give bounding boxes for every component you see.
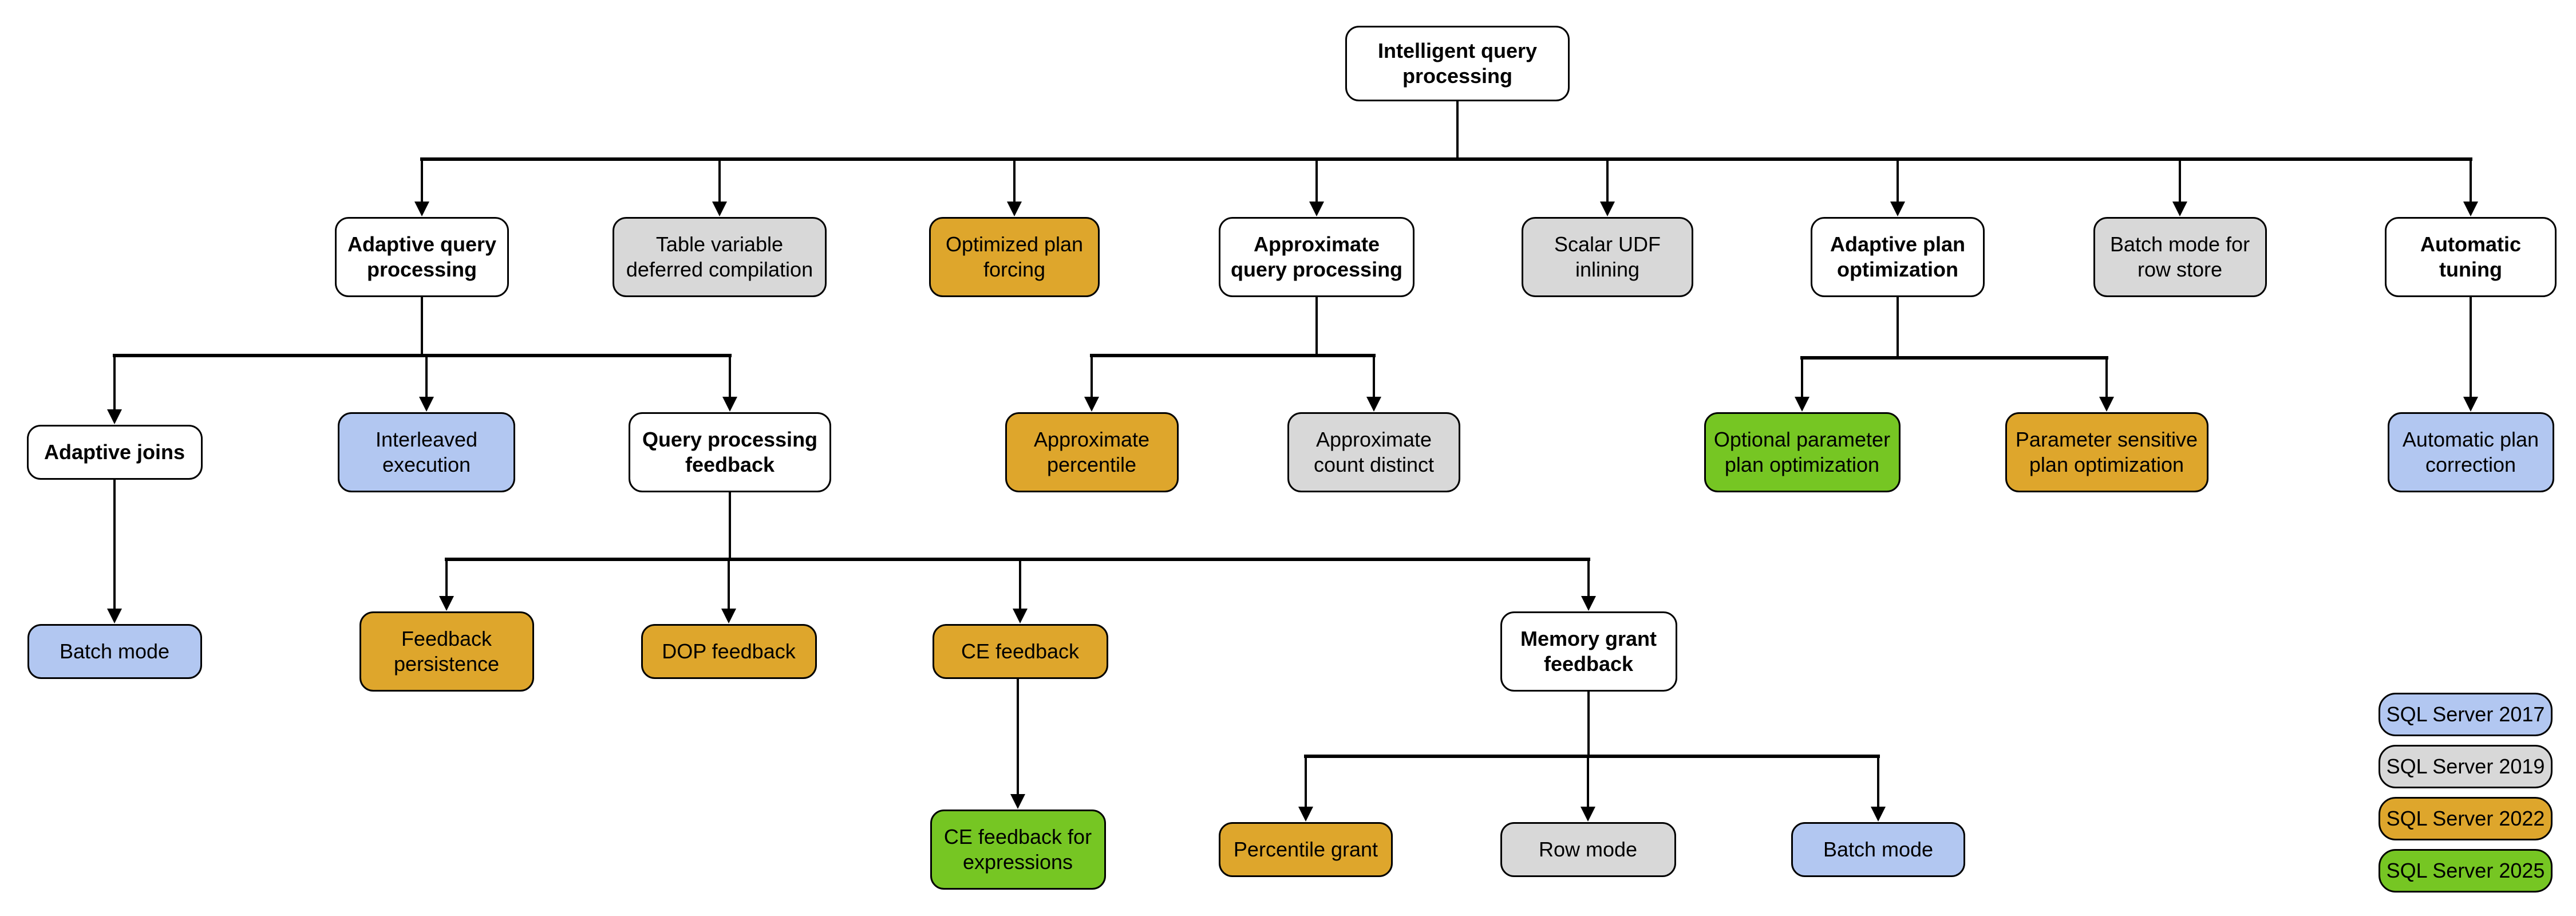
node-adaptive-plan-optimization: Adaptive plan optimization [1811, 217, 1985, 297]
legend-sql-server-2022: SQL Server 2022 [2379, 797, 2553, 840]
node-label: Percentile grant [1233, 838, 1378, 861]
node-label: Batch mode for row store [2109, 232, 2250, 281]
node-batch-mode-adaptive-joins: Batch mode [27, 624, 202, 679]
node-label: Approximate count distinct [1313, 428, 1435, 476]
legend-label: SQL Server 2025 [2386, 859, 2545, 882]
legend-label: SQL Server 2019 [2386, 755, 2545, 778]
legend-sql-server-2017: SQL Server 2017 [2379, 693, 2553, 736]
node-label: Adaptive query processing [347, 232, 497, 281]
node-label: Batch mode [59, 639, 170, 663]
node-label: Batch mode [1823, 838, 1934, 861]
node-label: Query processing feedback [642, 428, 818, 476]
node-label: Approximate percentile [1033, 428, 1150, 476]
node-label: Table variable deferred compilation [626, 232, 813, 281]
node-label: Approximate query processing [1230, 232, 1403, 281]
node-label: Adaptive plan optimization [1830, 232, 1966, 281]
node-table-variable-deferred-compilation: Table variable deferred compilation [613, 217, 827, 297]
legend-sql-server-2019: SQL Server 2019 [2379, 745, 2553, 788]
node-scalar-udf-inlining: Scalar UDF inlining [1522, 217, 1693, 297]
node-approximate-count-distinct: Approximate count distinct [1287, 412, 1460, 492]
node-label: Adaptive joins [44, 440, 185, 464]
node-optimized-plan-forcing: Optimized plan forcing [929, 217, 1100, 297]
node-label: Optional parameter plan optimization [1713, 428, 1891, 476]
node-label: Interleaved execution [375, 428, 478, 476]
node-label: Automatic plan correction [2402, 428, 2539, 476]
legend-label: SQL Server 2022 [2386, 807, 2545, 830]
node-parameter-sensitive-plan-optimization: Parameter sensitive plan optimization [2005, 412, 2208, 492]
node-optional-parameter-plan-optimization: Optional parameter plan optimization [1704, 412, 1901, 492]
node-ce-feedback: CE feedback [932, 624, 1108, 679]
node-approximate-query-processing: Approximate query processing [1219, 217, 1415, 297]
node-label: CE feedback [961, 639, 1080, 663]
node-adaptive-query-processing: Adaptive query processing [335, 217, 509, 297]
node-feedback-persistence: Feedback persistence [359, 611, 534, 692]
node-label: Feedback persistence [393, 627, 500, 676]
legend-label: SQL Server 2017 [2386, 702, 2545, 726]
node-label: Parameter sensitive plan optimization [2015, 428, 2198, 476]
node-label: Row mode [1538, 838, 1638, 861]
node-label: Scalar UDF inlining [1554, 232, 1661, 281]
node-label: DOP feedback [662, 639, 796, 663]
node-approximate-percentile: Approximate percentile [1005, 412, 1179, 492]
node-label: Automatic tuning [2420, 232, 2521, 281]
node-label: Memory grant feedback [1520, 627, 1657, 676]
node-interleaved-execution: Interleaved execution [338, 412, 515, 492]
node-percentile-grant: Percentile grant [1219, 822, 1393, 877]
node-memory-grant-feedback: Memory grant feedback [1500, 611, 1677, 692]
node-adaptive-joins: Adaptive joins [26, 425, 203, 480]
node-intelligent-query-processing: Intelligent query processing [1345, 26, 1570, 101]
node-automatic-plan-correction: Automatic plan correction [2387, 412, 2554, 492]
node-batch-mode-for-row-store: Batch mode for row store [2093, 217, 2267, 297]
node-ce-feedback-for-expressions: CE feedback for expressions [930, 810, 1106, 890]
legend-sql-server-2025: SQL Server 2025 [2379, 849, 2553, 893]
node-label: Intelligent query processing [1377, 39, 1538, 88]
node-label: Optimized plan forcing [945, 232, 1084, 281]
node-batch-mode-memory-grant: Batch mode [1791, 822, 1965, 877]
node-query-processing-feedback: Query processing feedback [629, 412, 831, 492]
node-row-mode: Row mode [1500, 822, 1676, 877]
node-label: CE feedback for expressions [943, 825, 1092, 874]
node-dop-feedback: DOP feedback [641, 624, 817, 679]
node-automatic-tuning: Automatic tuning [2385, 217, 2557, 297]
